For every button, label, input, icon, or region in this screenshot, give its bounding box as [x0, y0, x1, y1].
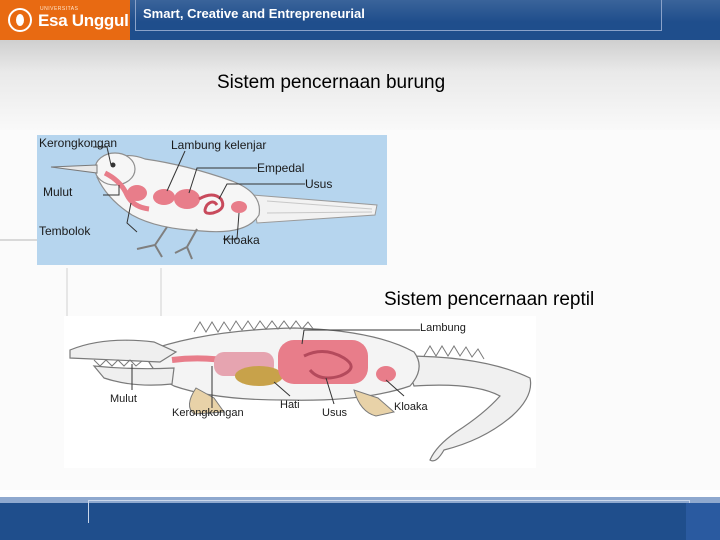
- background-gradient: [0, 40, 720, 130]
- label-hati: Hati: [280, 399, 300, 411]
- bird-digestive-diagram: Kerongkongan Lambung kelenjar Empedal Us…: [37, 135, 387, 265]
- footer-accent: [686, 503, 720, 540]
- label-kloaka: Kloaka: [223, 233, 260, 247]
- reptile-digestive-diagram: Lambung Mulut Kerongkongan Hati Usus Klo…: [64, 316, 536, 468]
- label-usus: Usus: [305, 177, 332, 191]
- header-bar: UNIVERSITAS Esa Unggul Smart, Creative a…: [0, 0, 720, 40]
- logo-badge-icon: [8, 8, 32, 32]
- logo-text: Esa Unggul: [38, 11, 129, 30]
- label-tembolok: Tembolok: [39, 224, 91, 238]
- header-frame: [135, 0, 662, 31]
- logo-small-text: UNIVERSITAS: [40, 6, 79, 12]
- label-empedal: Empedal: [257, 161, 304, 175]
- background-line: [160, 268, 162, 318]
- bird-eye: [110, 162, 116, 168]
- crocodile-illustration: Lambung Mulut Kerongkongan Hati Usus Klo…: [69, 320, 532, 462]
- bird-illustration: Kerongkongan Lambung kelenjar Empedal Us…: [39, 136, 378, 260]
- label-kloaka: Kloaka: [394, 401, 429, 413]
- footer-frame: [88, 500, 690, 523]
- label-usus: Usus: [322, 407, 348, 419]
- bird-diagram-title: Sistem pencernaan burung: [217, 72, 446, 93]
- footer-bar: [0, 503, 720, 540]
- reptile-diagram-title: Sistem pencernaan reptil: [384, 289, 595, 310]
- label-kerongkongan: Kerongkongan: [39, 136, 117, 150]
- label-kerongkongan: Kerongkongan: [172, 407, 244, 419]
- logo: UNIVERSITAS Esa Unggul: [0, 0, 130, 40]
- label-mulut: Mulut: [110, 393, 137, 405]
- background-line: [0, 239, 40, 241]
- label-mulut: Mulut: [43, 185, 73, 199]
- label-lambung: Lambung: [420, 322, 466, 334]
- tagline: Smart, Creative and Entrepreneurial: [143, 6, 365, 21]
- label-lambung-kelenjar: Lambung kelenjar: [171, 138, 266, 152]
